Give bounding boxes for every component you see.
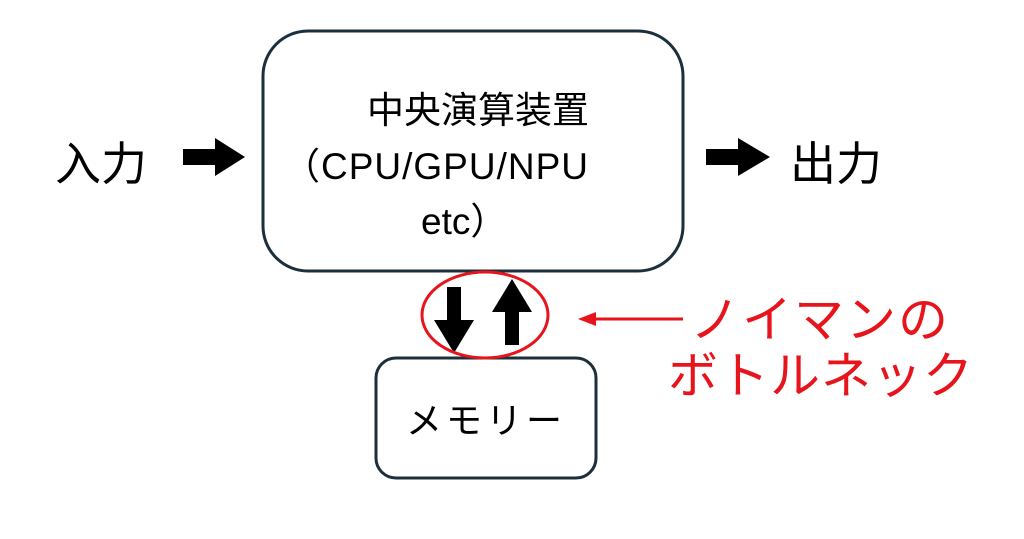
cpu-title: 中央演算装置 (367, 89, 589, 132)
annotation-line1: ノイマンの (690, 291, 950, 349)
input-label: 入力 (55, 137, 147, 191)
bottleneck-highlight-ellipse (420, 270, 550, 360)
cpu-box (261, 29, 685, 273)
output-label: 出力 (790, 137, 882, 191)
memory-label: メモリー (405, 401, 566, 442)
output-arrow-icon (706, 138, 770, 176)
annotation-line2: ボトルネック (668, 347, 974, 405)
input-arrow-icon (183, 138, 245, 176)
up-arrow-icon (492, 279, 532, 345)
cpu-etc: etc） (421, 201, 508, 242)
annotation-arrow-head-icon (578, 312, 596, 326)
cpu-types: （CPU/GPU/NPU (283, 146, 589, 187)
down-arrow-icon (434, 287, 474, 353)
